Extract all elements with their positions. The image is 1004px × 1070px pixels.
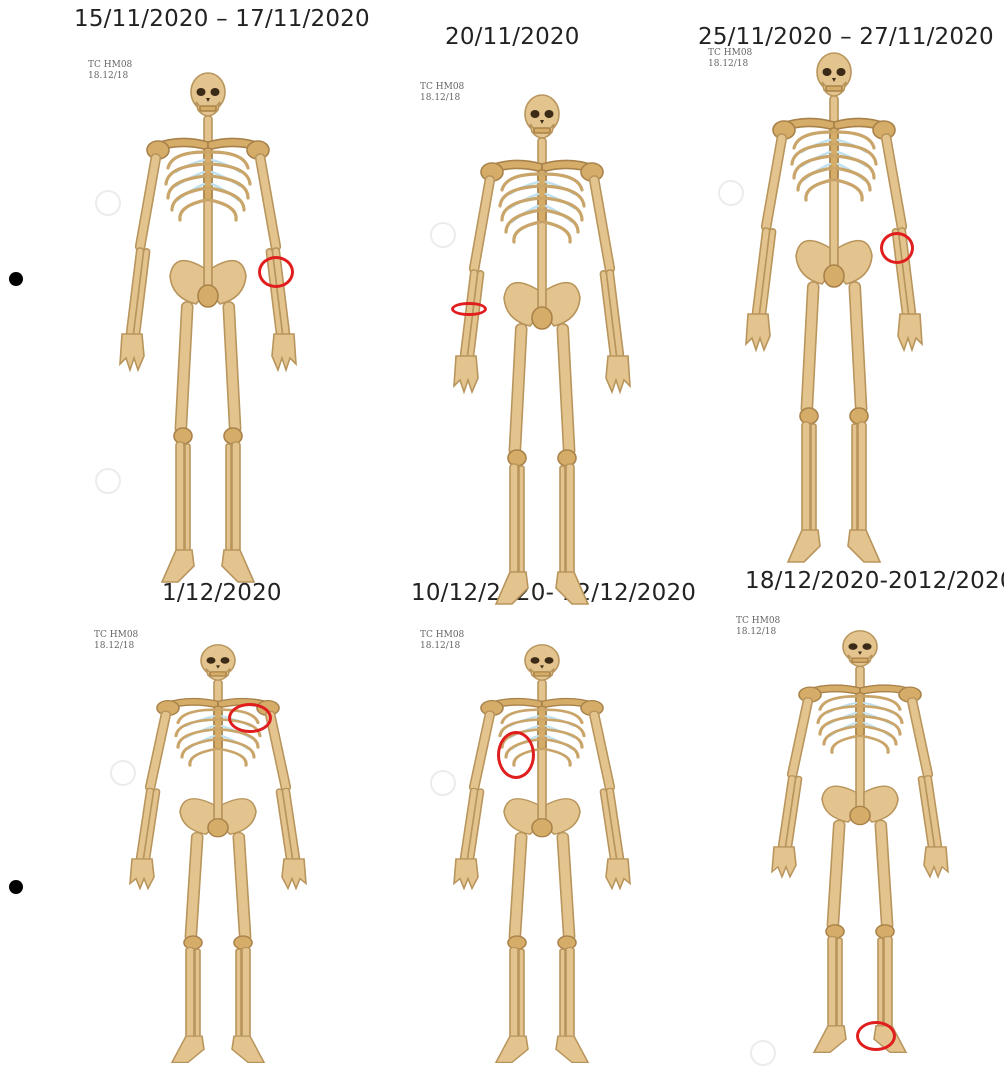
panel-date-1: 15/11/2020 – 17/11/2020 — [74, 6, 370, 32]
lesion-marker-6 — [856, 1021, 896, 1051]
skeleton-figure-6 — [770, 630, 950, 1054]
lesion-marker-2 — [451, 302, 487, 316]
lesion-marker-3 — [880, 232, 914, 264]
lesion-marker-1 — [258, 256, 294, 288]
lesion-marker-5 — [497, 731, 535, 779]
skeleton-figure-4 — [128, 644, 308, 1064]
lesion-marker-4 — [228, 703, 272, 733]
skeleton-figure-5 — [452, 644, 632, 1064]
skeleton-figure-3 — [744, 52, 924, 564]
bullet-row-1 — [9, 272, 23, 286]
skeleton-figure-1 — [118, 72, 298, 584]
skeleton-figure-2 — [452, 94, 632, 606]
panel-date-2: 20/11/2020 — [445, 24, 580, 50]
panel-date-3: 25/11/2020 – 27/11/2020 — [698, 24, 994, 50]
panel-date-6: 18/12/2020-2012/2020 — [745, 568, 1004, 594]
bullet-row-2 — [9, 880, 23, 894]
watermark-icon — [718, 180, 744, 206]
